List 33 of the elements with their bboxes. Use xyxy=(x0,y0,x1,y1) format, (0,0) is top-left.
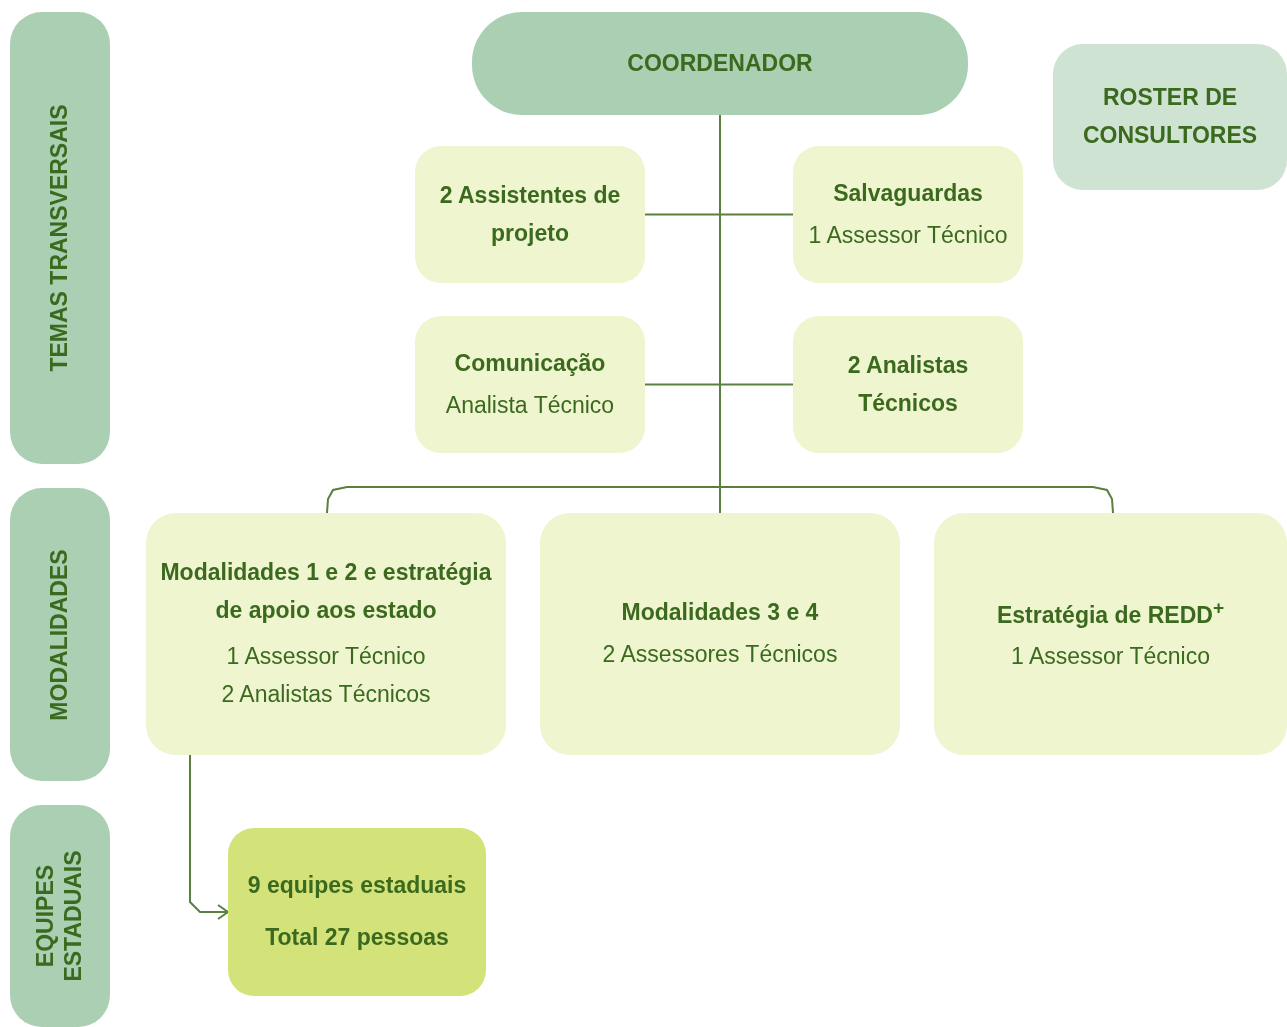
role-box xyxy=(415,146,645,283)
role-title: Modalidades 1 e 2 e estratégia de apoio aos estado xyxy=(159,558,493,626)
role-detail: 1 Assessor Técnico xyxy=(1011,642,1210,672)
section-label: MODALIDADES xyxy=(46,547,74,723)
role-box xyxy=(146,513,506,755)
role-title: Salvaguardas xyxy=(833,178,983,208)
connector xyxy=(189,754,229,920)
role-title: 2 Analistas Técnicos xyxy=(846,350,970,418)
section-label: EQUIPES ESTADUAIS xyxy=(32,849,87,984)
role-title: 2 Assistentes de projeto xyxy=(438,180,622,248)
role-title: Modalidades 3 e 4 xyxy=(621,598,819,628)
role-box xyxy=(934,513,1287,755)
section-band xyxy=(10,488,110,781)
role-box xyxy=(793,146,1023,283)
section-band xyxy=(10,12,110,464)
roster-box xyxy=(1053,44,1287,190)
role-title: Estratégia de REDD$^{+}$ xyxy=(996,595,1225,630)
section-label: TEMAS TRANSVERSAIS xyxy=(46,103,74,374)
role-detail: Analista Técnico xyxy=(445,390,615,420)
role-detail: 1 Assessor Técnico xyxy=(226,642,426,671)
role-detail: 2 Assessores Técnicos xyxy=(602,640,838,669)
role-box xyxy=(793,316,1023,453)
role-title: COORDENADOR xyxy=(627,48,813,78)
role-box xyxy=(415,316,645,453)
role-title: 9 equipes estaduais xyxy=(247,871,467,901)
role-detail: 2 Analistas Técnicos xyxy=(221,679,431,709)
role-title: Total 27 pessoas xyxy=(265,923,449,952)
role-box xyxy=(228,828,486,996)
role-box xyxy=(540,513,900,755)
role-detail: 1 Assessor Técnico xyxy=(808,220,1008,250)
section-band xyxy=(10,805,110,1027)
role-title: ROSTER DE CONSULTORES xyxy=(1081,83,1259,150)
role-title: Comunicação xyxy=(454,348,606,378)
